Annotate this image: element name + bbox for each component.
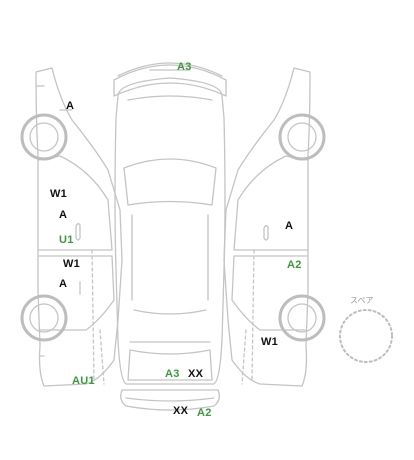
marker-right-rear-quarter: W1 xyxy=(261,336,279,348)
left-side-body xyxy=(35,67,123,387)
rear-window-outline xyxy=(127,349,213,381)
marker-left-rear-quarter: AU1 xyxy=(72,375,95,387)
marker-rear-hatch-a3: A3 xyxy=(165,368,180,380)
left-front-wheel xyxy=(20,113,68,161)
marker-rear-bumper-xx: XX xyxy=(173,405,189,417)
marker-left-rear-door-a: A xyxy=(59,278,68,290)
marker-left-front-door-u: U1 xyxy=(59,234,74,246)
marker-left-front-door-a: A xyxy=(59,209,68,221)
marker-left-rear-door-w: W1 xyxy=(63,258,81,270)
marker-right-rear-door: A2 xyxy=(287,259,302,271)
marker-left-front-fender: A xyxy=(66,100,75,112)
front-bumper-outline xyxy=(113,64,227,97)
marker-left-front-door-w: W1 xyxy=(50,188,68,200)
top-view-body xyxy=(113,62,227,411)
marker-rear-hatch-xx: XX xyxy=(188,368,204,380)
marker-roof-front: A3 xyxy=(177,61,192,73)
spare-tire-label: スペア xyxy=(350,296,374,305)
marker-rear-bumper-a2: A2 xyxy=(197,407,212,419)
spare-tire-circle xyxy=(339,309,393,363)
windshield-outline xyxy=(123,158,217,206)
left-rear-wheel xyxy=(20,294,68,342)
right-rear-wheel xyxy=(278,294,326,342)
marker-right-front-door: A xyxy=(285,220,294,232)
right-front-wheel xyxy=(278,113,326,161)
rear-bumper-outline xyxy=(120,389,220,411)
body-outline xyxy=(114,77,226,385)
